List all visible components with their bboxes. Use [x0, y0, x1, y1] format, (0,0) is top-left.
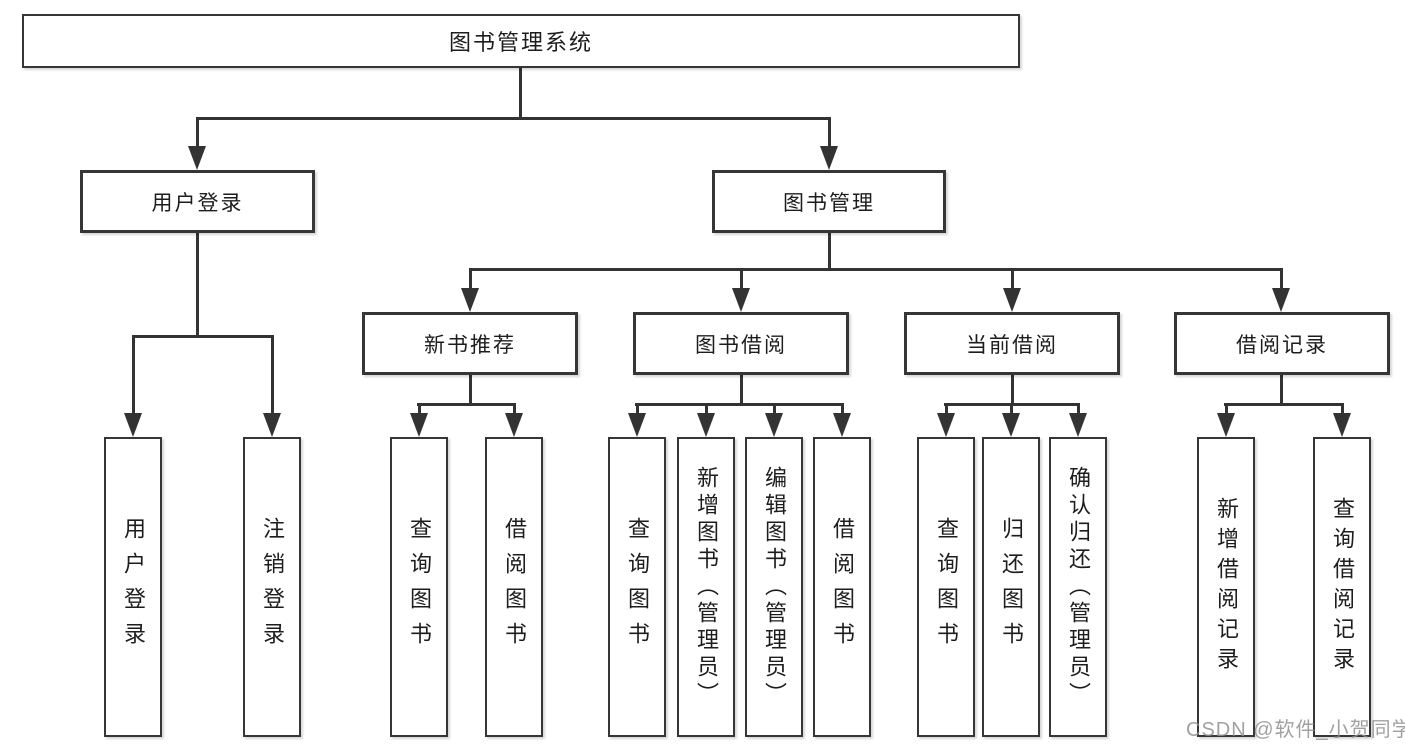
arrow-down-icon: [1272, 288, 1290, 312]
leaf-add-borrow-record-label: 新增借阅记录: [1214, 497, 1239, 677]
arrow-down-icon: [628, 413, 646, 437]
connector-records-drop-1: [1225, 403, 1228, 416]
connector-borrowing-drop-3: [773, 403, 776, 416]
connector-book-mgmt-stem: [828, 233, 831, 270]
leaf-query-books-borrow: 查询图书: [608, 437, 666, 737]
arrow-down-icon: [461, 288, 479, 312]
connector-root-drop-left: [196, 117, 199, 150]
leaf-logout-login: 注销登录: [243, 437, 301, 737]
arrow-down-icon: [833, 413, 851, 437]
node-user-login: 用户登录: [80, 170, 315, 233]
leaf-user-login-label: 用户登录: [121, 517, 146, 657]
connector-current-stem: [1011, 374, 1014, 405]
leaf-borrow-books-borrow: 借阅图书: [813, 437, 871, 737]
node-borrowing-records-label: 借阅记录: [1236, 333, 1328, 357]
leaf-return-books: 归还图书: [982, 437, 1040, 737]
leaf-add-borrow-record: 新增借阅记录: [1197, 437, 1255, 737]
connector-book-mgmt-drop-4: [1280, 268, 1283, 290]
csdn-watermark: CSDN @软件_小贺同学: [1186, 719, 1405, 741]
arrow-down-icon: [1069, 413, 1087, 437]
connector-user-login-bar: [132, 335, 273, 338]
arrow-down-icon: [732, 288, 750, 312]
arrow-down-icon: [1003, 288, 1021, 312]
connector-user-login-stem: [196, 233, 199, 337]
arrow-down-icon: [124, 413, 142, 437]
leaf-logout-login-label: 注销登录: [260, 517, 285, 657]
arrow-down-icon: [765, 413, 783, 437]
node-current-borrowing-label: 当前借阅: [966, 333, 1058, 357]
connector-recommend-stem: [469, 374, 472, 405]
leaf-query-borrow-record: 查询借阅记录: [1313, 437, 1371, 737]
connector-current-drop-3: [1077, 403, 1080, 416]
leaf-borrow-books-recommend-label: 借阅图书: [502, 517, 527, 657]
leaf-confirm-return-admin: 确认归还（管理员）: [1049, 437, 1107, 737]
node-book-borrowing-label: 图书借阅: [695, 333, 787, 357]
node-borrowing-records: 借阅记录: [1174, 312, 1390, 375]
leaf-add-books-admin-label: 新增图书（管理员）: [694, 465, 719, 709]
node-library-system-label: 图书管理系统: [448, 30, 593, 55]
leaf-return-books-label: 归还图书: [999, 517, 1024, 657]
arrow-down-icon: [1333, 413, 1351, 437]
leaf-add-books-admin: 新增图书（管理员）: [677, 437, 735, 737]
connector-borrowing-drop-4: [841, 403, 844, 416]
leaf-query-borrow-record-label: 查询借阅记录: [1330, 497, 1355, 677]
connector-recommend-drop-1: [418, 403, 421, 416]
connector-root-stem: [519, 67, 522, 118]
arrow-down-icon: [1002, 413, 1020, 437]
node-book-management: 图书管理: [712, 170, 946, 233]
arrow-down-icon: [505, 413, 523, 437]
node-current-borrowing: 当前借阅: [904, 312, 1120, 375]
connector-records-drop-2: [1341, 403, 1344, 416]
connector-records-bar: [1224, 403, 1344, 406]
leaf-query-books-current: 查询图书: [917, 437, 975, 737]
leaf-user-login: 用户登录: [104, 437, 162, 737]
connector-borrowing-drop-2: [705, 403, 708, 416]
leaf-borrow-books-borrow-label: 借阅图书: [830, 517, 855, 657]
connector-borrowing-drop-1: [636, 403, 639, 416]
connector-recommend-drop-2: [513, 403, 516, 416]
leaf-borrow-books-recommend: 借阅图书: [485, 437, 543, 737]
node-user-login-label: 用户登录: [151, 191, 244, 215]
node-library-system: 图书管理系统: [22, 14, 1020, 68]
connector-current-drop-1: [945, 403, 948, 416]
arrow-down-icon: [410, 413, 428, 437]
connector-current-drop-2: [1010, 403, 1013, 416]
node-new-book-recommendation-label: 新书推荐: [424, 333, 516, 357]
leaf-query-books-recommend-label: 查询图书: [407, 517, 432, 657]
node-book-management-label: 图书管理: [783, 191, 875, 215]
leaf-query-books-borrow-label: 查询图书: [625, 517, 650, 657]
connector-book-mgmt-bar: [469, 268, 1283, 271]
node-book-borrowing: 图书借阅: [633, 312, 849, 375]
arrow-down-icon: [937, 413, 955, 437]
arrow-down-icon: [697, 413, 715, 437]
arrow-down-icon: [820, 146, 838, 170]
arrow-down-icon: [188, 146, 206, 170]
connector-borrowing-stem: [740, 374, 743, 405]
node-new-book-recommendation: 新书推荐: [362, 312, 578, 375]
leaf-query-books-recommend: 查询图书: [390, 437, 448, 737]
connector-root-drop-right: [828, 117, 831, 150]
leaf-edit-books-admin-label: 编辑图书（管理员）: [762, 465, 787, 709]
connector-book-mgmt-drop-3: [1011, 268, 1014, 290]
connector-book-mgmt-drop-1: [469, 268, 472, 290]
arrow-down-icon: [263, 413, 281, 437]
connector-recommend-bar: [417, 403, 516, 406]
connector-user-login-drop-2: [271, 335, 274, 415]
leaf-query-books-current-label: 查询图书: [934, 517, 959, 657]
leaf-confirm-return-admin-label: 确认归还（管理员）: [1066, 465, 1091, 709]
connector-user-login-drop-1: [132, 335, 135, 415]
arrow-down-icon: [1217, 413, 1235, 437]
connector-book-mgmt-drop-2: [740, 268, 743, 290]
connector-borrowing-bar: [635, 403, 844, 406]
connector-root-bar: [196, 117, 831, 120]
leaf-edit-books-admin: 编辑图书（管理员）: [745, 437, 803, 737]
connector-records-stem: [1280, 374, 1283, 405]
